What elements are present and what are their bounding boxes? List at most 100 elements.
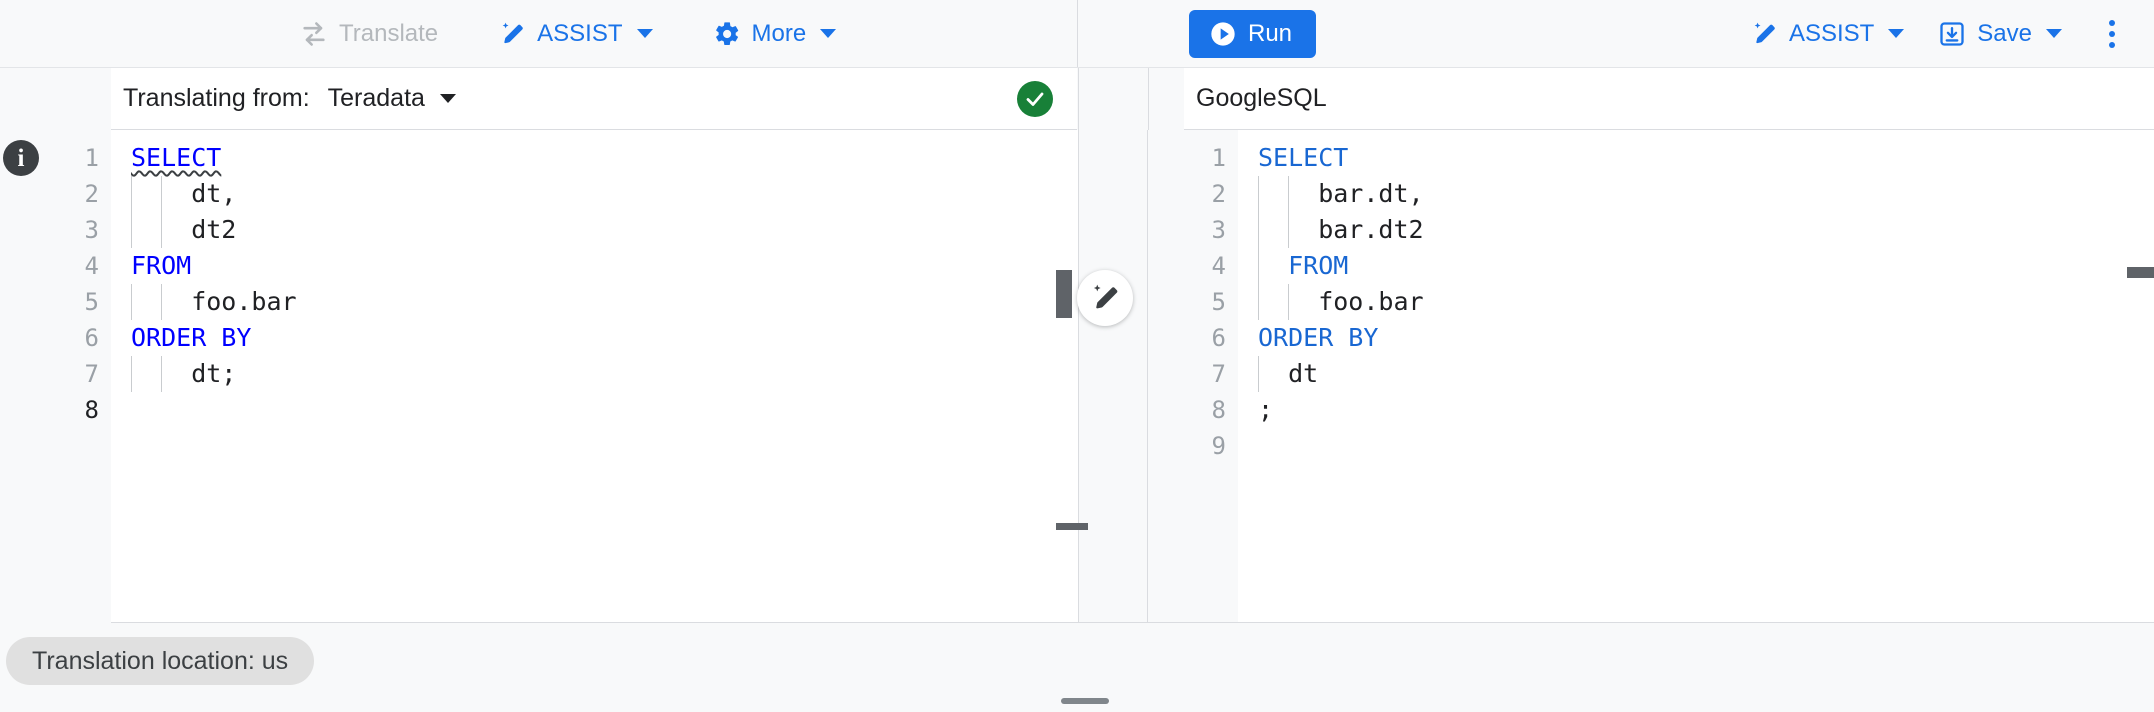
kebab-dot <box>2109 41 2115 48</box>
code-token: dt; <box>131 359 237 388</box>
indent-guide <box>161 176 163 212</box>
line-number: 6 <box>84 324 99 352</box>
source-toolbar: Translate ASSIST More <box>0 0 1078 67</box>
indent-guide <box>1288 176 1290 212</box>
assist-button-left[interactable]: ASSIST <box>488 12 662 56</box>
code-token: FROM <box>131 251 192 280</box>
line-number: 3 <box>84 216 99 244</box>
panel-resize-handle[interactable] <box>1061 698 1109 704</box>
translate-label: Translate <box>339 19 439 47</box>
code-token: foo.bar <box>131 287 297 316</box>
code-line[interactable]: ORDER BY <box>131 320 1078 356</box>
indent-guide <box>161 356 163 392</box>
gemini-assist-fab[interactable] <box>1077 270 1133 326</box>
code-line[interactable]: dt; <box>131 356 1078 392</box>
code-line[interactable]: dt, <box>131 176 1078 212</box>
assist-label-right: ASSIST <box>1788 19 1875 47</box>
line-number: 8 <box>1211 396 1226 424</box>
translation-location-chip[interactable]: Translation location: us <box>6 637 315 685</box>
source-language-bar: Translating from: Teradata <box>111 68 1077 130</box>
save-label: Save <box>1977 19 2032 47</box>
code-line[interactable]: dt2 <box>131 212 1078 248</box>
code-line[interactable]: bar.dt, <box>1258 176 2154 212</box>
info-icon[interactable]: i <box>3 140 39 176</box>
kebab-menu-icon[interactable] <box>2092 11 2132 57</box>
more-button[interactable]: More <box>703 12 847 56</box>
gear-icon <box>713 20 741 48</box>
source-language-selector[interactable]: Teradata <box>328 84 456 113</box>
indent-guide <box>1258 176 1259 212</box>
top-toolbar: Translate ASSIST More <box>0 0 2154 68</box>
status-bar: Translation location: us <box>0 623 2154 712</box>
indent-guide <box>1258 212 1259 248</box>
assist-label-left: ASSIST <box>537 19 623 47</box>
code-line[interactable]: ORDER BY <box>1258 320 2154 356</box>
code-line[interactable]: SELECT <box>1258 140 2154 176</box>
indent-guide <box>1288 212 1290 248</box>
left-editor-vertical-scrollbar[interactable] <box>1056 270 1072 318</box>
code-token: dt2 <box>131 215 237 244</box>
code-line[interactable]: SELECT <box>131 140 1078 176</box>
code-token: dt <box>1258 359 1319 388</box>
indent-guide <box>131 284 132 320</box>
indent-guide <box>1258 356 1259 392</box>
more-label: More <box>751 19 807 47</box>
code-line[interactable]: bar.dt2 <box>1258 212 2154 248</box>
code-line[interactable] <box>131 392 1078 428</box>
line-number: 5 <box>1211 288 1226 316</box>
code-token: ORDER BY <box>131 323 252 352</box>
code-token: bar.dt, <box>1258 179 1424 208</box>
panel-divider <box>1147 130 1148 623</box>
code-line[interactable]: FROM <box>131 248 1078 284</box>
source-language-value: Teradata <box>327 84 425 112</box>
magic-wand-icon <box>1750 20 1778 48</box>
save-button[interactable]: Save <box>1928 12 2072 56</box>
run-button[interactable]: Run <box>1189 9 1317 58</box>
line-number: 3 <box>1211 216 1226 244</box>
line-number: 9 <box>1211 432 1226 460</box>
code-line[interactable]: foo.bar <box>1258 284 2154 320</box>
code-token: SELECT <box>1258 143 1349 172</box>
line-number: 1 <box>84 144 99 172</box>
translate-button[interactable]: Translate <box>290 12 448 56</box>
left-editor-horizontal-scrollbar[interactable] <box>1056 523 1088 530</box>
target-language-value: GoogleSQL <box>1196 84 1327 112</box>
code-token: foo.bar <box>1258 287 1424 316</box>
code-line[interactable]: FROM <box>1258 248 2154 284</box>
code-line[interactable]: ; <box>1258 392 2154 428</box>
line-number: 4 <box>84 252 99 280</box>
check-circle-icon <box>1017 80 1053 117</box>
chevron-down-icon <box>439 94 456 103</box>
indent-guide <box>131 356 132 392</box>
right-editor-vertical-scrollbar[interactable] <box>2127 267 2154 278</box>
run-label: Run <box>1248 19 1293 47</box>
indent-guide <box>161 284 163 320</box>
play-circle-icon <box>1209 20 1237 48</box>
magic-wand-icon <box>498 20 526 48</box>
chevron-down-icon <box>1888 29 1905 38</box>
chevron-down-icon <box>2046 29 2062 38</box>
assist-button-right[interactable]: ASSIST <box>1740 12 1914 56</box>
code-line[interactable]: foo.bar <box>131 284 1078 320</box>
target-toolbar: Run ASSIST <box>1079 0 2154 67</box>
code-line[interactable] <box>1258 428 2154 464</box>
line-number: 4 <box>1211 252 1226 280</box>
indent-guide <box>1288 284 1290 320</box>
line-number: 6 <box>1211 324 1226 352</box>
code-token: ; <box>1258 395 1274 424</box>
line-number: 1 <box>1211 144 1226 172</box>
code-line[interactable]: dt <box>1258 356 2154 392</box>
code-token: ORDER BY <box>1258 323 1379 352</box>
save-download-icon <box>1938 20 1966 48</box>
indent-guide <box>1258 248 1259 284</box>
target-language-bar: GoogleSQL <box>1184 68 2154 130</box>
